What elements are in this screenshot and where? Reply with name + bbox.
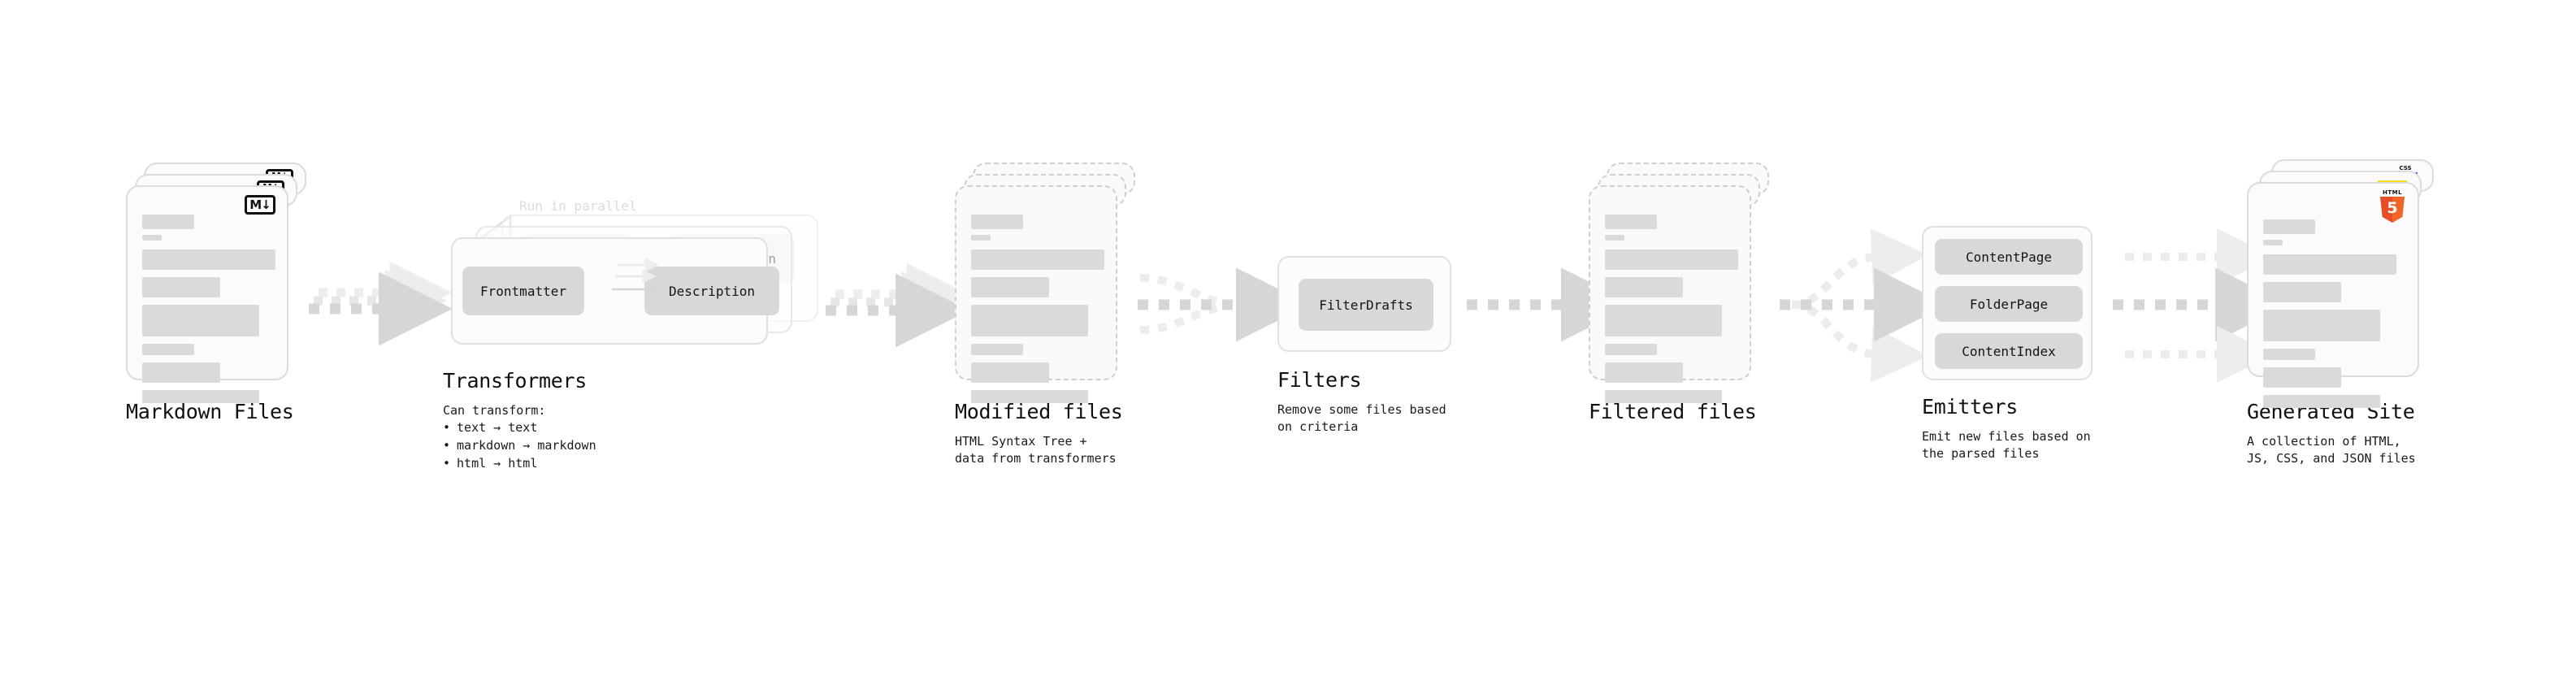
markdown-card-content <box>128 187 287 403</box>
filter-pill-filterdrafts[interactable]: FilterDrafts <box>1299 279 1433 331</box>
modified-file-stack <box>955 163 1135 403</box>
generated-site-subtitle: A collection of HTML, JS, CSS, and JSON … <box>2247 434 2416 466</box>
emitter-pill-folderpage[interactable]: FolderPage <box>1935 286 2083 322</box>
stage-emitters: ContentPage FolderPage ContentIndex Emit… <box>1922 226 2092 463</box>
connector-modified-to-filters <box>1138 267 1310 342</box>
emitters-box: ContentPage FolderPage ContentIndex <box>1922 226 2092 380</box>
transformer-pill-frontmatter[interactable]: Frontmatter <box>462 267 584 315</box>
stage-markdown-files: M↓ M↓ M↓ Markdown Files <box>126 163 306 423</box>
connector-filtered-to-emitters <box>1780 228 1948 383</box>
filters-plugin-stack: FilterDrafts <box>1277 256 1451 352</box>
markdown-card-front: M↓ <box>126 185 288 403</box>
markdown-icon: M↓ <box>245 195 275 215</box>
transformers-subtitle: Can transform: <box>443 403 546 418</box>
connector-markdown-to-transformers <box>309 261 453 346</box>
transformers-plugin-stack: Run in parallel Frontmatter Description … <box>443 195 825 358</box>
filtered-files-title: Filtered files <box>1589 400 1757 423</box>
emitters-title: Emitters <box>1922 395 2019 419</box>
transformers-box: Frontmatter Description <box>451 237 779 345</box>
modified-files-subtitle: HTML Syntax Tree + data from transformer… <box>955 434 1117 466</box>
generated-card-front: HTML 5 <box>2247 182 2419 408</box>
emitters-plugin-stack: ContentPage FolderPage ContentIndex <box>1922 226 2092 380</box>
generated-card-content <box>2249 184 2418 408</box>
transformers-bullet-list: text → text markdown → markdown html → h… <box>443 419 825 472</box>
filters-subtitle: Remove some files based on criteria <box>1277 402 1446 435</box>
stage-modified-files: Modified files HTML Syntax Tree + data f… <box>955 163 1135 468</box>
list-item: markdown → markdown <box>443 437 825 455</box>
connector-transformers-to-modified <box>826 262 969 348</box>
filtered-card-content <box>1590 187 1750 403</box>
transformers-title: Transformers <box>443 369 588 393</box>
run-in-parallel-label: Run in parallel <box>519 198 637 214</box>
transformer-pill-description[interactable]: Description <box>644 267 779 315</box>
emitters-subtitle: Emit new files based on the parsed files <box>1922 429 2091 462</box>
generated-file-stack: CSS HTML 5 <box>2247 159 2434 408</box>
html5-icon: HTML 5 <box>2379 190 2406 223</box>
emitter-pill-contentpage[interactable]: ContentPage <box>1935 239 2083 275</box>
filters-title: Filters <box>1277 368 1362 392</box>
stage-filtered-files: Filtered files <box>1589 163 1769 423</box>
emitter-pill-contentindex[interactable]: ContentIndex <box>1935 333 2083 369</box>
modified-files-title: Modified files <box>955 400 1123 423</box>
connector-emitters-to-generated <box>2113 228 2289 383</box>
filtered-card-front <box>1589 185 1751 403</box>
modified-card-front <box>955 185 1117 403</box>
filtered-file-stack <box>1589 163 1769 403</box>
filters-box: FilterDrafts <box>1277 256 1451 352</box>
list-item: text → text <box>443 419 825 437</box>
stage-filters: FilterDrafts Filters Remove some files b… <box>1277 256 1451 436</box>
markdown-file-stack: M↓ M↓ M↓ <box>126 163 306 403</box>
list-item: html → html <box>443 455 825 473</box>
stage-generated-site: CSS HTML 5 <box>2247 159 2434 468</box>
stage-transformers: Run in parallel Frontmatter Description … <box>443 195 825 473</box>
modified-card-content <box>956 187 1116 403</box>
markdown-files-title: Markdown Files <box>126 400 294 423</box>
